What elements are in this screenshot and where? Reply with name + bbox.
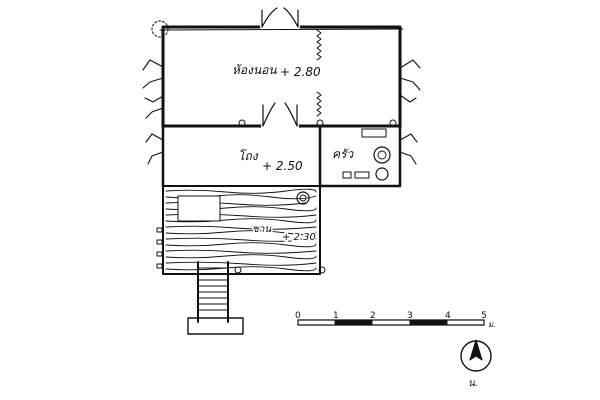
stair-landing: [187, 317, 244, 335]
scale-tick-1: 1: [333, 311, 339, 321]
room-level-bedroom: + 2.80: [280, 65, 321, 79]
kitchen-item: [342, 171, 352, 179]
room-level-deck: + 2.30: [282, 232, 316, 243]
hall-left-window: [145, 133, 164, 165]
scale-tick-2: 2: [370, 311, 376, 321]
kitchen-jar: [375, 167, 389, 181]
north-label: น.: [468, 378, 478, 389]
room-name-kitchen: ครัว: [332, 147, 354, 161]
kitchen-counter: [361, 128, 387, 138]
scale-tick-3: 3: [407, 311, 413, 321]
room-level-hall: + 2.50: [262, 159, 303, 173]
kitchen-stove: [373, 146, 391, 164]
scale-bar: [297, 319, 485, 326]
bedroom-bottom-door: [261, 102, 299, 128]
bedroom-right-window: [399, 59, 421, 103]
stair: [187, 261, 244, 335]
post-marker: [238, 119, 246, 127]
deck-outline: [162, 185, 321, 275]
kitchen: [318, 124, 418, 188]
room-name-hall: โถง: [238, 149, 259, 163]
room-name-deck: ชาน: [252, 224, 272, 235]
bedroom-top-door: [260, 7, 300, 29]
room-name-bedroom: ห้องนอน: [232, 63, 277, 77]
post-marker: [234, 266, 242, 274]
kitchen-right-window: [399, 133, 418, 165]
deck-water-jar: [296, 191, 310, 205]
scale-tick-4: 4: [445, 311, 451, 321]
bedroom-left-window: [142, 59, 164, 119]
kitchen-wall: [318, 124, 402, 188]
bedroom-wall-sketch-line: [159, 28, 404, 31]
scale-tick-0: 0: [295, 311, 301, 321]
deck: [156, 185, 326, 275]
deck-railing: [156, 227, 163, 269]
bedroom-wardrobe: [316, 29, 322, 61]
north-arrow: [460, 339, 492, 372]
bedroom-shelf: [316, 91, 322, 117]
kitchen-item: [354, 171, 370, 179]
scale-unit: ม.: [488, 320, 496, 329]
post-marker: [318, 266, 326, 274]
deck-bench: [177, 195, 221, 222]
bedroom-corner-column: [151, 20, 169, 38]
hall: [145, 124, 321, 188]
scale-tick-5: 5: [481, 311, 487, 321]
